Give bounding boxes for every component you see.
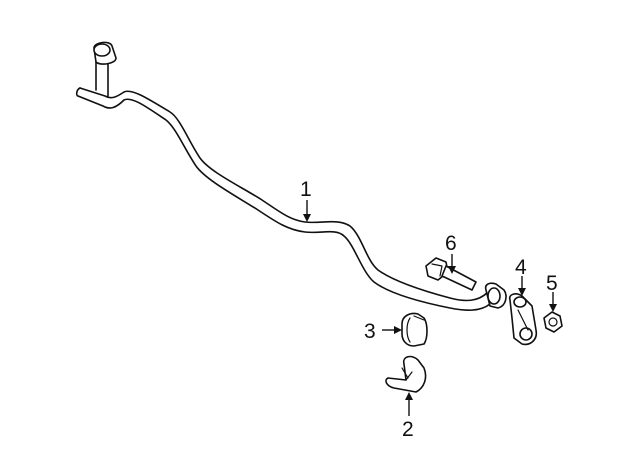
- callout-leader-2: [405, 392, 413, 416]
- callout-leader-5: [549, 292, 557, 312]
- callout-leader-4: [518, 276, 526, 296]
- stabilizer-bar[interactable]: [75, 41, 507, 311]
- right-end-eye: [484, 282, 507, 309]
- left-end-bushing: [93, 41, 117, 65]
- stabilizer-bar-lower-edge: [77, 95, 491, 311]
- callout-6: 6: [445, 232, 457, 255]
- stabilizer-bar-upper-edge: [79, 87, 489, 302]
- callout-2: 2: [402, 418, 414, 441]
- bracket[interactable]: [385, 355, 427, 393]
- callout-4: 4: [515, 256, 527, 279]
- callout-3: 3: [364, 320, 376, 343]
- callout-leader-1: [303, 200, 311, 222]
- callout-1: 1: [300, 178, 312, 201]
- bushing[interactable]: [401, 312, 428, 347]
- stabilizer-link[interactable]: [508, 293, 538, 346]
- nut[interactable]: [543, 311, 563, 333]
- bolt[interactable]: [425, 257, 477, 291]
- callout-5: 5: [546, 272, 558, 295]
- callout-leader-6: [448, 254, 456, 274]
- callout-leader-3: [382, 326, 402, 334]
- stabilizer-bar-left-end: [75, 87, 81, 97]
